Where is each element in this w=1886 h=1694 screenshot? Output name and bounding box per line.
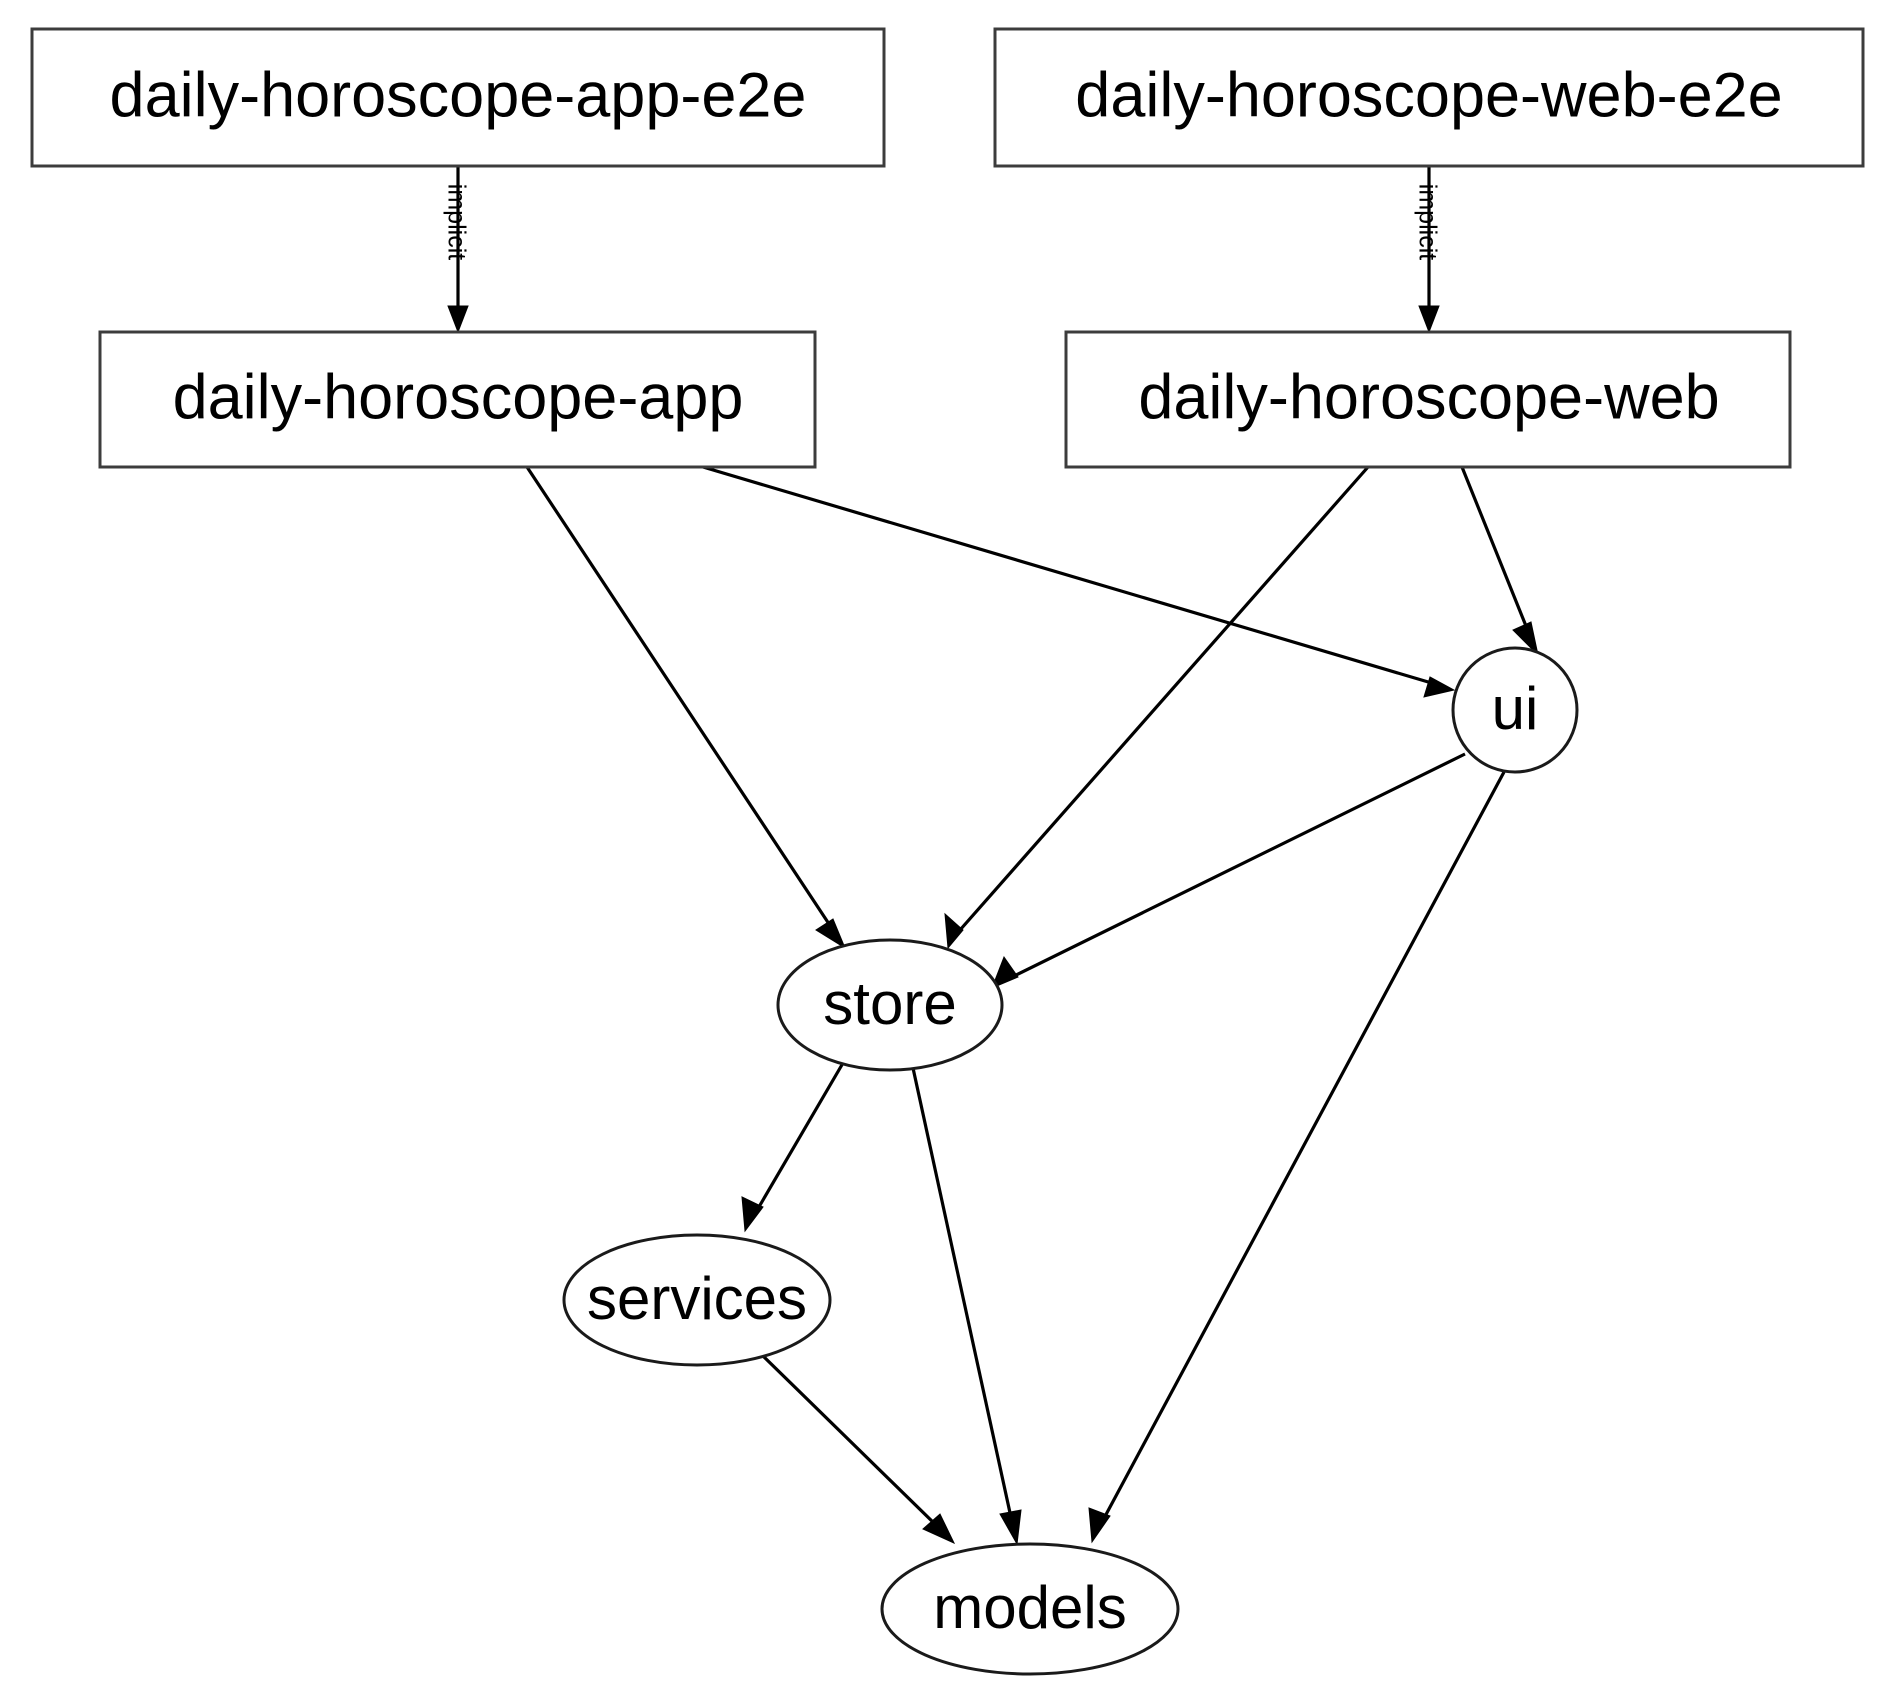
edge-line (1460, 466, 1532, 637)
node-store[interactable]: store (776, 938, 1004, 1072)
edge-label-implicit-app: implicit (442, 184, 470, 260)
edge-line (911, 1067, 1014, 1523)
edge-line (758, 1351, 940, 1529)
arrowhead-icon (1512, 621, 1539, 657)
edge-label-implicit-web: implicit (1413, 184, 1441, 260)
node-label-store: store (823, 970, 956, 1037)
edge-line (1009, 752, 1466, 980)
node-label-daily-horoscope-web: daily-horoscope-web (1138, 363, 1719, 433)
edge-line (525, 466, 835, 931)
arrowhead-icon (815, 918, 847, 950)
node-shape-ellipse[interactable] (562, 1233, 832, 1367)
node-shape-ellipse[interactable] (880, 1542, 1180, 1676)
arrowhead-icon (922, 1513, 956, 1545)
edge-web-e2e-to-web (1418, 166, 1440, 334)
node-shape-ellipse[interactable] (776, 938, 1004, 1072)
node-daily-horoscope-web-e2e[interactable]: daily-horoscope-web-e2e (993, 27, 1865, 168)
node-shape-rectangle[interactable] (98, 330, 817, 469)
edge-app-to-store (525, 466, 847, 950)
node-label-daily-horoscope-web-e2e: daily-horoscope-web-e2e (1075, 61, 1782, 131)
node-label-models: models (933, 1574, 1126, 1641)
node-daily-horoscope-web[interactable]: daily-horoscope-web (1064, 330, 1792, 469)
edge-line (1100, 771, 1506, 1523)
node-services[interactable]: services (562, 1233, 832, 1367)
node-label-services: services (587, 1265, 807, 1332)
arrowhead-icon (944, 912, 964, 950)
edge-services-to-models (758, 1351, 956, 1545)
node-ui[interactable]: ui (1451, 646, 1579, 774)
edge-line (754, 1062, 845, 1213)
arrowhead-icon (1418, 305, 1440, 334)
edge-line (958, 465, 1370, 932)
edge-store-to-models (911, 1067, 1022, 1546)
arrowhead-icon (999, 1509, 1022, 1546)
edge-line (702, 465, 1436, 686)
arrowhead-icon (447, 305, 469, 334)
edge-web-to-store (944, 465, 1370, 950)
node-shape-rectangle[interactable] (993, 27, 1865, 168)
node-shape-ellipse[interactable] (1451, 646, 1579, 774)
edge-web-to-ui (1460, 466, 1539, 657)
node-daily-horoscope-app[interactable]: daily-horoscope-app (98, 330, 817, 469)
arrowhead-icon (741, 1196, 764, 1233)
edge-app-e2e-to-app (447, 166, 469, 334)
arrowhead-icon (1423, 676, 1456, 698)
arrowhead-icon (991, 955, 1019, 989)
node-daily-horoscope-app-e2e[interactable]: daily-horoscope-app-e2e (30, 27, 886, 168)
node-shape-rectangle[interactable] (30, 27, 886, 168)
edge-ui-to-models (1088, 771, 1506, 1544)
node-label-daily-horoscope-app: daily-horoscope-app (173, 363, 744, 433)
edge-store-to-services (741, 1062, 845, 1233)
node-label-daily-horoscope-app-e2e: daily-horoscope-app-e2e (110, 61, 807, 131)
node-shape-rectangle[interactable] (1064, 330, 1792, 469)
edge-ui-to-store (991, 752, 1466, 989)
edge-app-to-ui (702, 465, 1456, 698)
node-models[interactable]: models (880, 1542, 1180, 1676)
node-label-ui: ui (1492, 675, 1539, 742)
arrowhead-icon (1088, 1507, 1111, 1544)
